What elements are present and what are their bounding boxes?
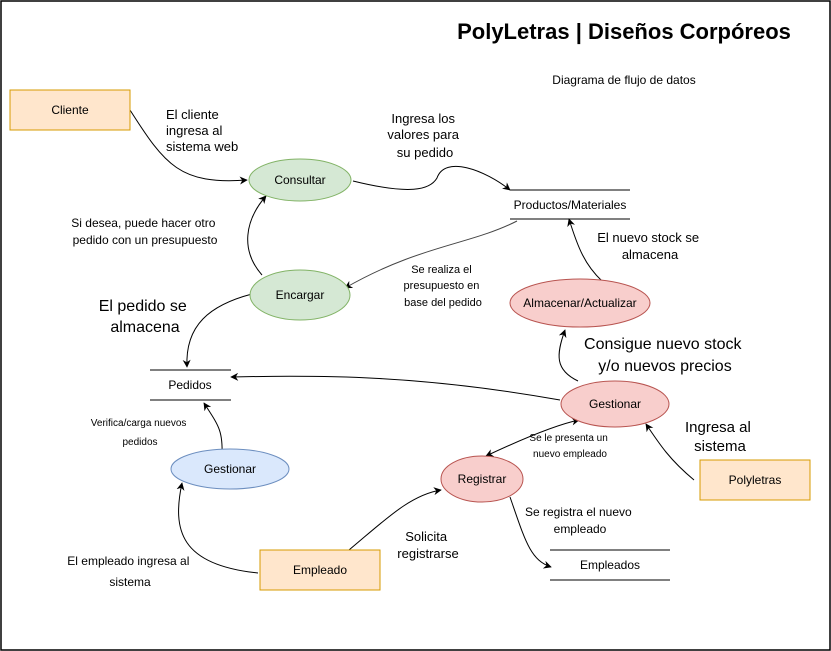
- store-pedidos[interactable]: Pedidos: [150, 369, 231, 401]
- label-presupuesto: Se realiza el presupuesto en base del pe…: [404, 264, 483, 309]
- label-ingresa-sistema: Ingresa al sistema: [685, 419, 755, 455]
- diagram-title: PolyLetras | Diseños Corpóreos: [457, 19, 791, 44]
- label-registra-empleado: Se registra el nuevo empleado: [525, 505, 635, 536]
- process-registrar[interactable]: Registrar: [440, 455, 524, 503]
- store-pedidos-label: Pedidos: [168, 378, 211, 392]
- entity-polyletras-label: Polyletras: [729, 473, 782, 487]
- process-gestionar-azul[interactable]: Gestionar: [170, 448, 290, 490]
- process-gestionar-rojo[interactable]: Gestionar: [560, 380, 670, 428]
- store-empleados-label: Empleados: [580, 558, 640, 572]
- label-solicita: Solicita registrarse: [397, 529, 458, 561]
- entity-empleado-label: Empleado: [293, 563, 347, 577]
- store-productos-label: Productos/Materiales: [514, 198, 627, 212]
- process-encargar-label: Encargar: [276, 288, 325, 302]
- entity-cliente-label: Cliente: [51, 103, 89, 117]
- label-empleado-ingresa: El empleado ingresa al sistema: [67, 554, 192, 589]
- process-gestionar-azul-label: Gestionar: [204, 462, 256, 476]
- edge-encargar-pedidos: [182, 293, 253, 368]
- entity-cliente[interactable]: Cliente: [9, 89, 131, 131]
- process-consultar-label: Consultar: [274, 173, 325, 187]
- edge-gestionar-pedidos-azul: [203, 402, 223, 456]
- store-empleados[interactable]: Empleados: [550, 549, 670, 581]
- label-presenta-empleado: Se le presenta un nuevo empleado: [529, 433, 610, 460]
- process-encargar[interactable]: Encargar: [249, 269, 351, 321]
- edge-consultar-productos: [352, 166, 511, 191]
- entity-polyletras[interactable]: Polyletras: [699, 459, 811, 501]
- edge-almacenar-productos: [567, 218, 603, 282]
- label-cliente-ingresa: El cliente ingresa al sistema web: [166, 107, 238, 154]
- store-productos-materiales[interactable]: Productos/Materiales: [510, 189, 630, 220]
- process-consultar[interactable]: Consultar: [248, 158, 352, 202]
- label-consigue-stock: Consigue nuevo stock y/o nuevos precios: [584, 336, 746, 375]
- edge-polyletras-gestionar: [645, 423, 695, 481]
- label-verifica: Verifica/carga nuevos pedidos: [91, 418, 189, 448]
- label-pedido-almacena: El pedido se almacena: [99, 298, 192, 336]
- entity-empleado[interactable]: Empleado: [259, 549, 381, 591]
- edge-cliente-consultar: [129, 109, 248, 185]
- label-nuevo-stock: El nuevo stock se almacena: [597, 230, 703, 262]
- edge-registrar-empleados: [509, 496, 552, 569]
- edge-gestionar-pedidos: [230, 372, 561, 401]
- edge-empleado-gestionar: [176, 482, 259, 574]
- edge-productos-encargar: [344, 220, 518, 289]
- label-si-desea: Si desea, puede hacer otro pedido con un…: [71, 216, 218, 247]
- process-gestionar-rojo-label: Gestionar: [589, 397, 641, 411]
- process-almacenar-label: Almacenar/Actualizar: [523, 296, 636, 310]
- edge-encargar-consultar: [247, 195, 267, 276]
- process-registrar-label: Registrar: [458, 472, 507, 486]
- edge-gestionar-registrar: [485, 417, 580, 457]
- label-ingresa-valores: Ingresa los valores para su pedido: [387, 111, 462, 160]
- process-almacenar-actualizar[interactable]: Almacenar/Actualizar: [509, 278, 651, 328]
- diagram-subtitle: Diagrama de flujo de datos: [552, 73, 695, 87]
- edge-gestionar-almacenar: [558, 329, 579, 382]
- edge-empleado-registrar: [348, 487, 442, 551]
